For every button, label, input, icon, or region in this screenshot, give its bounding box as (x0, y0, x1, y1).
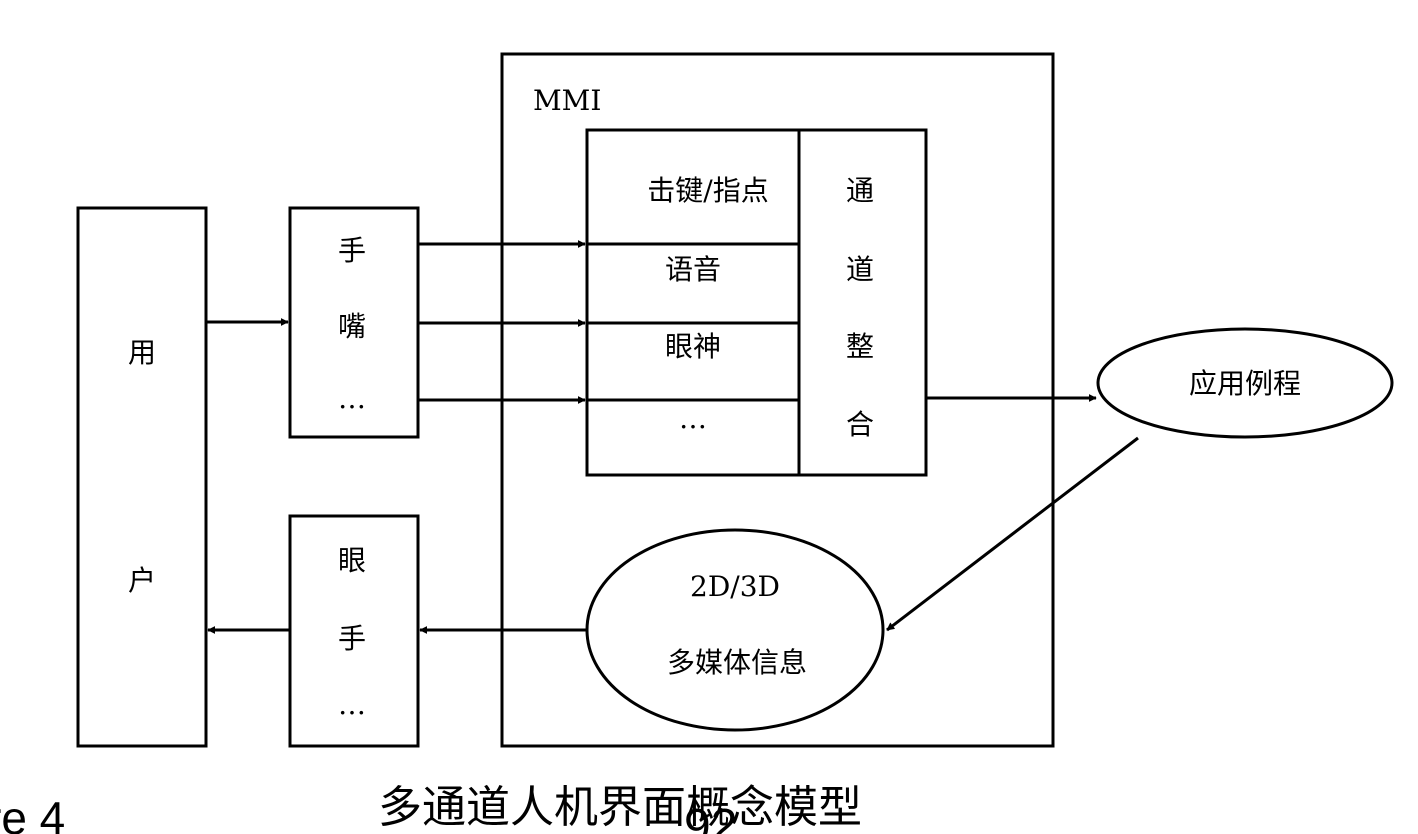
output-organs-node: 眼 手 … (288, 514, 420, 748)
application-ellipse (1096, 327, 1394, 439)
mmi-label: MMI (533, 84, 601, 117)
output-organ-eye: 眼 (338, 544, 366, 577)
input-organ-hand: 手 (338, 234, 366, 267)
user-label-2: 户 (128, 564, 156, 597)
user-box (76, 206, 208, 748)
output-organ-hand: 手 (338, 622, 366, 655)
media-label-2: 多媒体信息 (667, 646, 807, 679)
arrow-application-to-media (886, 436, 1139, 632)
integration-char-3: 整 (846, 330, 874, 363)
media-ellipse (585, 528, 885, 732)
media-label-1: 2D/3D (690, 570, 780, 603)
input-organs-node: 手 嘴 … (288, 206, 420, 439)
integration-char-1: 通 (846, 174, 874, 207)
mmi-node: MMI 击键/指点 语音 眼神 … 通 道 整 合 2D/3D 多媒体信息 (500, 52, 1055, 748)
application-node: 应用例程 (1096, 327, 1394, 439)
channel-gaze: 眼神 (665, 330, 721, 363)
page-number: 92 (684, 800, 737, 834)
integration-char-2: 道 (846, 253, 874, 286)
user-label-1: 用 (128, 336, 156, 369)
user-node: 用 户 (76, 206, 208, 748)
input-organ-mouth: 嘴 (338, 310, 366, 343)
diagram-caption: 多通道人机界面概念模型 (378, 782, 862, 833)
channel-speech: 语音 (665, 253, 721, 286)
caption-left-fragment: re 4 (0, 792, 65, 834)
channel-panel-box (585, 128, 928, 477)
application-label: 应用例程 (1189, 367, 1301, 400)
input-organ-ellipsis: … (338, 382, 366, 415)
channel-keystroke-pointing: 击键/指点 (647, 174, 768, 207)
channel-ellipsis: … (679, 402, 707, 435)
output-organ-ellipsis: … (338, 688, 366, 721)
integration-char-4: 合 (846, 408, 874, 441)
